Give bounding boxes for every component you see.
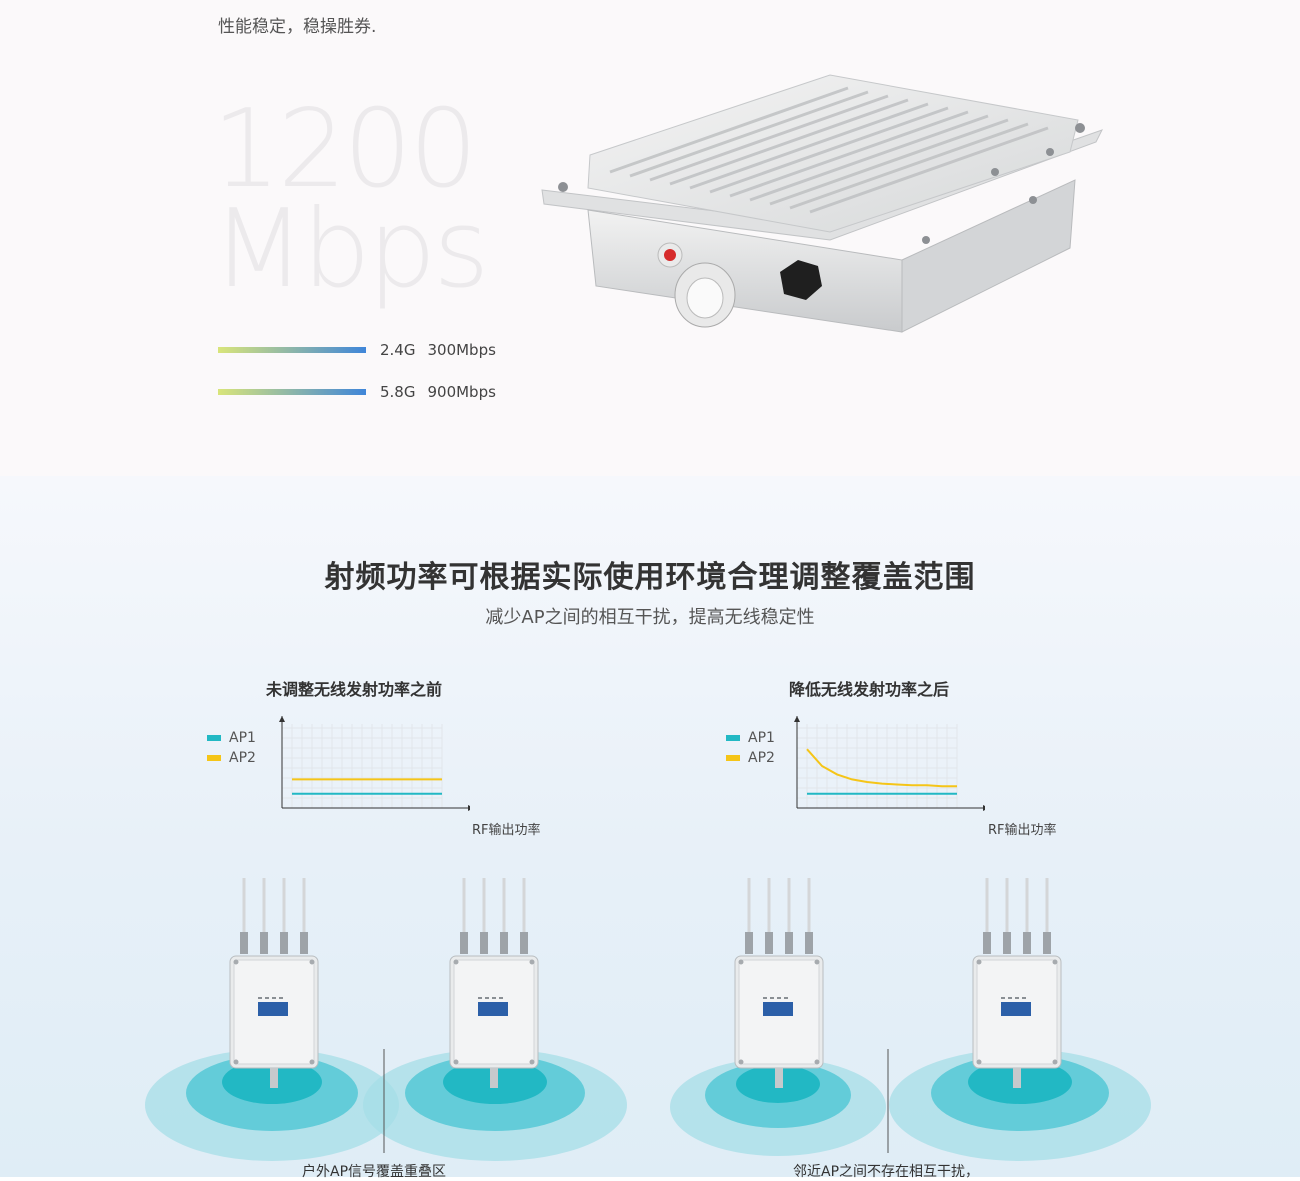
- legend-swatch-ap1: [207, 735, 221, 741]
- band-label: 5.8G: [380, 383, 416, 401]
- power-chart-before: [279, 716, 470, 811]
- outdoor-ap-product-image: [541, 74, 1103, 333]
- caption-overlap: 户外AP信号覆盖重叠区: [302, 1164, 447, 1180]
- speed-bar: [218, 347, 366, 353]
- x-axis-label-after: RF输出功率: [988, 823, 1057, 838]
- legend-swatch-ap2: [726, 755, 740, 761]
- legend-swatch-ap1: [726, 735, 740, 741]
- power-section: 射频功率可根据实际使用环境合理调整覆盖范围 减少AP之间的相互干扰，提高无线稳定…: [0, 476, 1300, 1180]
- caption-no-interference: 邻近AP之间不存在相互干扰，: [793, 1164, 980, 1180]
- x-axis-arrow: [468, 805, 470, 811]
- coverage-illustration: [145, 876, 1151, 1161]
- chart-title-before: 未调整无线发射功率之前: [266, 680, 443, 699]
- power-chart-after: [794, 716, 985, 811]
- speed-bar: [218, 389, 366, 395]
- legend-label-ap2: AP2: [229, 750, 256, 766]
- band-speed: 900Mbps: [427, 383, 496, 401]
- band-label: 2.4G: [380, 341, 416, 359]
- chart-legend-after: AP1 AP2: [726, 728, 775, 768]
- legend-label-ap1: AP1: [229, 730, 256, 746]
- headline-unit: Mbps: [212, 187, 490, 312]
- legend-swatch-ap2: [207, 755, 221, 761]
- x-axis-arrow: [983, 805, 985, 811]
- y-axis-arrow: [279, 716, 285, 722]
- legend-label-ap1: AP1: [748, 730, 775, 746]
- band-speed: 300Mbps: [427, 341, 496, 359]
- section-subtitle: 减少AP之间的相互干扰，提高无线稳定性: [485, 607, 815, 628]
- intro-text: 性能稳定，稳操胜券.: [218, 17, 377, 37]
- section-title: 射频功率可根据实际使用环境合理调整覆盖范围: [324, 560, 976, 595]
- chart-title-after: 降低无线发射功率之后: [789, 680, 950, 699]
- band-row-58g: 5.8G 900Mbps: [218, 382, 508, 402]
- series-line-ap2: [806, 748, 957, 788]
- chart-legend-before: AP1 AP2: [207, 728, 256, 768]
- x-axis-label-before: RF输出功率: [472, 823, 541, 838]
- band-row-24g: 2.4G 300Mbps: [218, 340, 508, 360]
- y-axis-arrow: [794, 716, 800, 722]
- top-section: 性能稳定，稳操胜券. 1200 Mbps 2.4G 300Mbps 5.8G 900…: [0, 0, 1300, 476]
- headline-number: 1200: [212, 87, 478, 212]
- legend-label-ap2: AP2: [748, 750, 775, 766]
